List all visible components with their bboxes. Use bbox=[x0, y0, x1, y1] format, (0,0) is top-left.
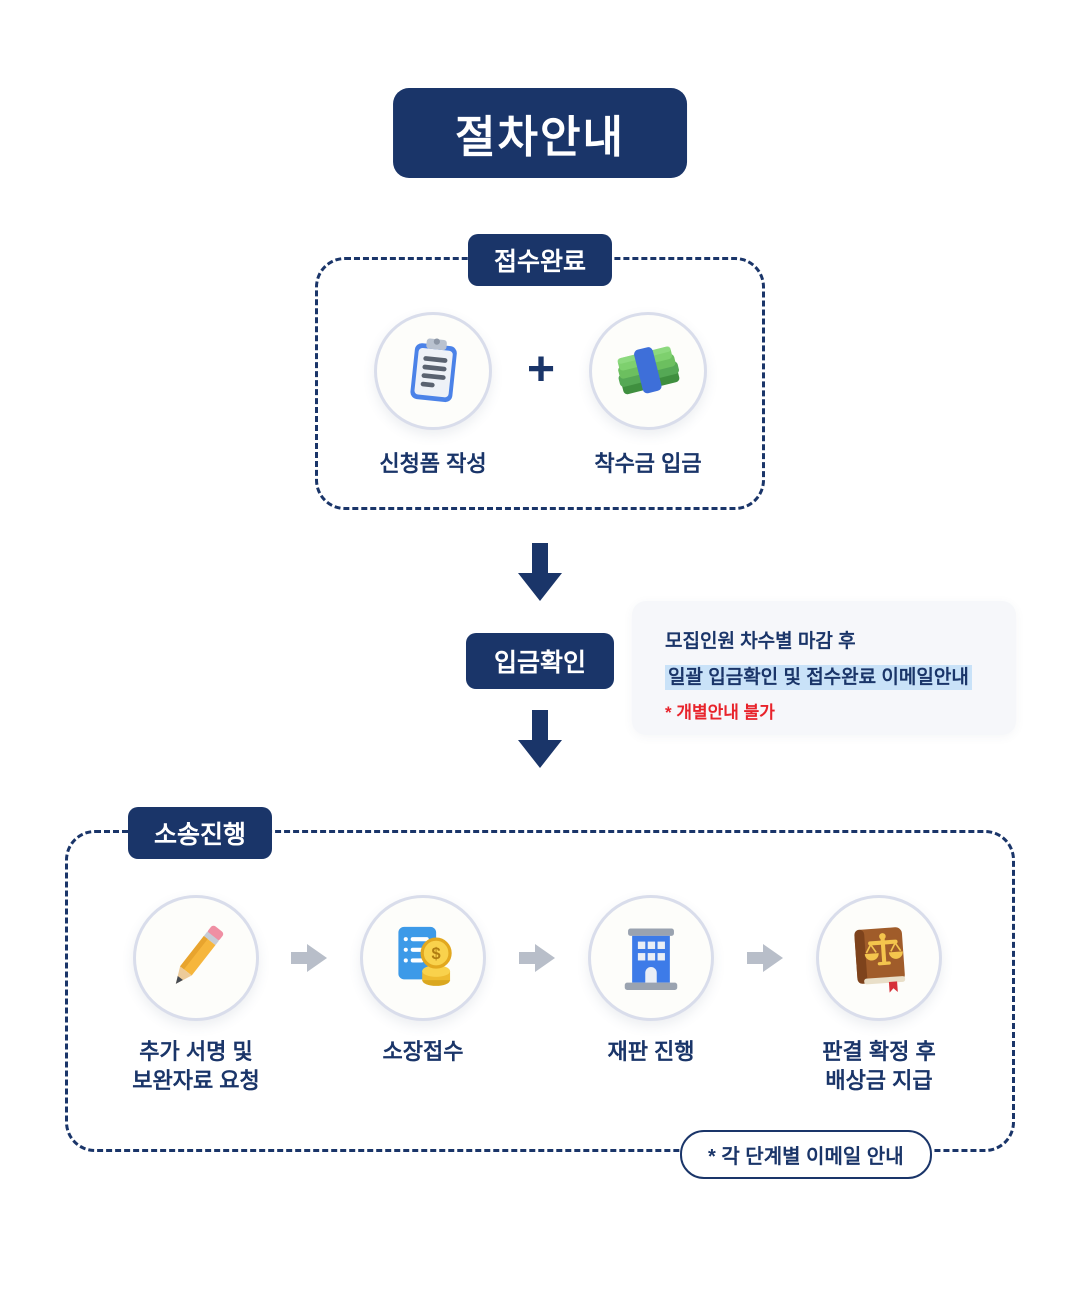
step-icon-circle bbox=[589, 312, 707, 430]
section-litigation: 소송진행 bbox=[65, 807, 1015, 1179]
complaint-icon: $ bbox=[398, 926, 452, 986]
svg-text:$: $ bbox=[432, 945, 441, 963]
step-label: 판결 확정 후 배상금 지급 bbox=[822, 1039, 936, 1093]
clipboard-icon bbox=[410, 338, 457, 403]
pencil-icon bbox=[175, 925, 224, 984]
step-icon-circle bbox=[133, 895, 259, 1021]
step-icon-circle bbox=[374, 312, 492, 430]
note-line-highlighted: 일괄 입금확인 및 접수완료 이메일안내 bbox=[665, 662, 1016, 690]
section-reception-label: 접수완료 bbox=[467, 234, 613, 286]
step-icon-circle bbox=[816, 895, 942, 1021]
step-label: 재판 진행 bbox=[607, 1039, 695, 1064]
plus-sign: + bbox=[526, 343, 556, 396]
down-arrow-icon bbox=[518, 543, 562, 601]
step-label: 추가 서명 및 보완자료 요청 bbox=[132, 1039, 260, 1093]
lawbook-icon bbox=[854, 927, 906, 993]
step-label: 착수금 입금 bbox=[594, 451, 702, 476]
section-reception: 접수완료 + bbox=[315, 234, 765, 510]
note-line: 모집인원 차수별 마감 후 bbox=[665, 631, 856, 652]
building-icon bbox=[624, 928, 678, 990]
deposit-label: 입금확인 bbox=[465, 633, 615, 689]
step-icon-circle bbox=[588, 895, 714, 1021]
right-arrow-icon bbox=[289, 941, 329, 975]
right-arrow-icon bbox=[517, 941, 557, 975]
step-label: 소장접수 bbox=[382, 1039, 464, 1064]
step-icon-circle: $ bbox=[360, 895, 486, 1021]
note-warning: * 개별안내 불가 bbox=[665, 703, 775, 722]
page-title: 절차안내 bbox=[393, 88, 687, 178]
section-litigation-label: 소송진행 bbox=[128, 807, 273, 859]
right-arrow-icon bbox=[745, 941, 785, 975]
step-label: 신청폼 작성 bbox=[379, 451, 487, 476]
cash-icon bbox=[617, 346, 680, 395]
down-arrow-icon bbox=[518, 710, 562, 768]
footnote: * 각 단계별 이메일 안내 bbox=[680, 1130, 932, 1179]
deposit-note-card: 모집인원 차수별 마감 후 일괄 입금확인 및 접수완료 이메일안내 * 개별안… bbox=[632, 601, 1016, 735]
